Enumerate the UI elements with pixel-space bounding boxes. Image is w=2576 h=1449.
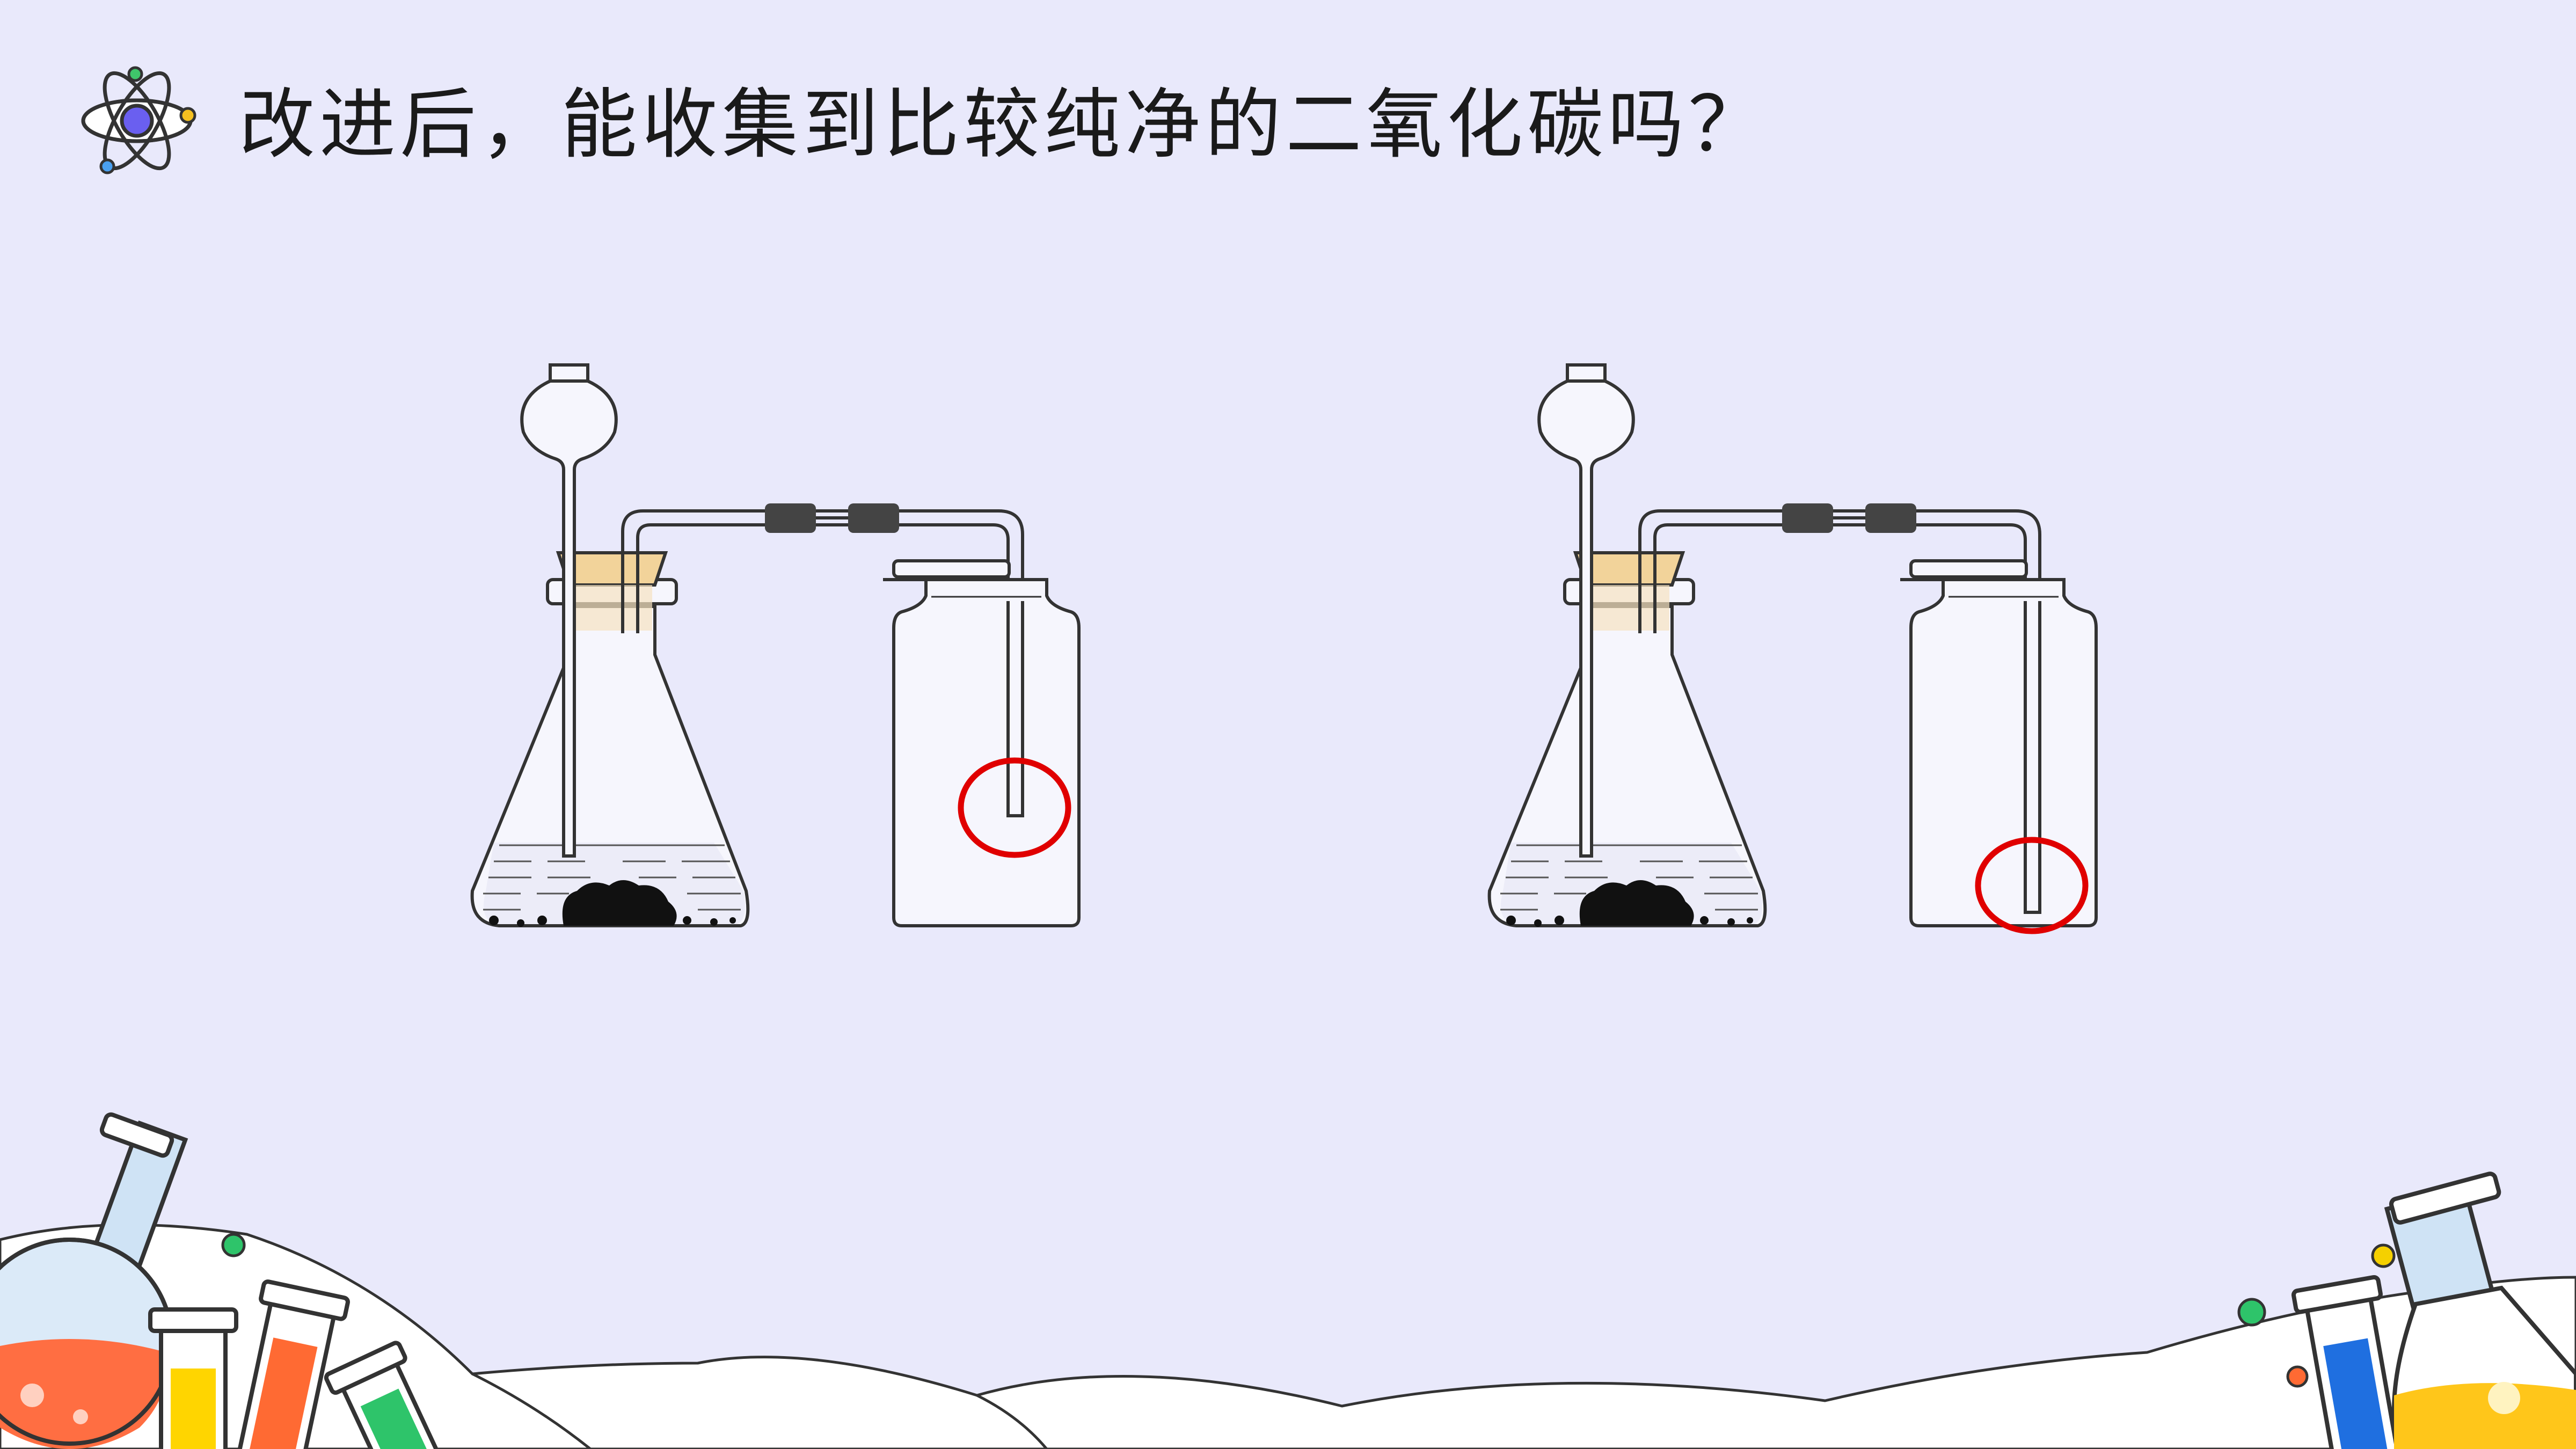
conical-flask-right [2384,1172,2576,1449]
gas-generation-apparatus-left [470,363,1081,927]
collection-bottle [883,559,1081,927]
marble-chips [562,880,677,926]
thistle-funnel [520,363,618,858]
liquid-lines [483,844,741,911]
rubber-connector [848,503,899,533]
highlight-circle [958,757,1071,858]
atom-icon [81,66,196,174]
page-title: 改进后，能收集到比较纯净的二氧化碳吗？ [239,80,1769,169]
rubber-connector [765,503,816,533]
gas-generation-apparatus-right [1487,363,2098,934]
test-tubes-right [2291,1275,2402,1449]
round-flask-left [0,1112,188,1449]
highlight-circle [1975,837,2089,934]
test-tubes-left [148,1279,443,1449]
